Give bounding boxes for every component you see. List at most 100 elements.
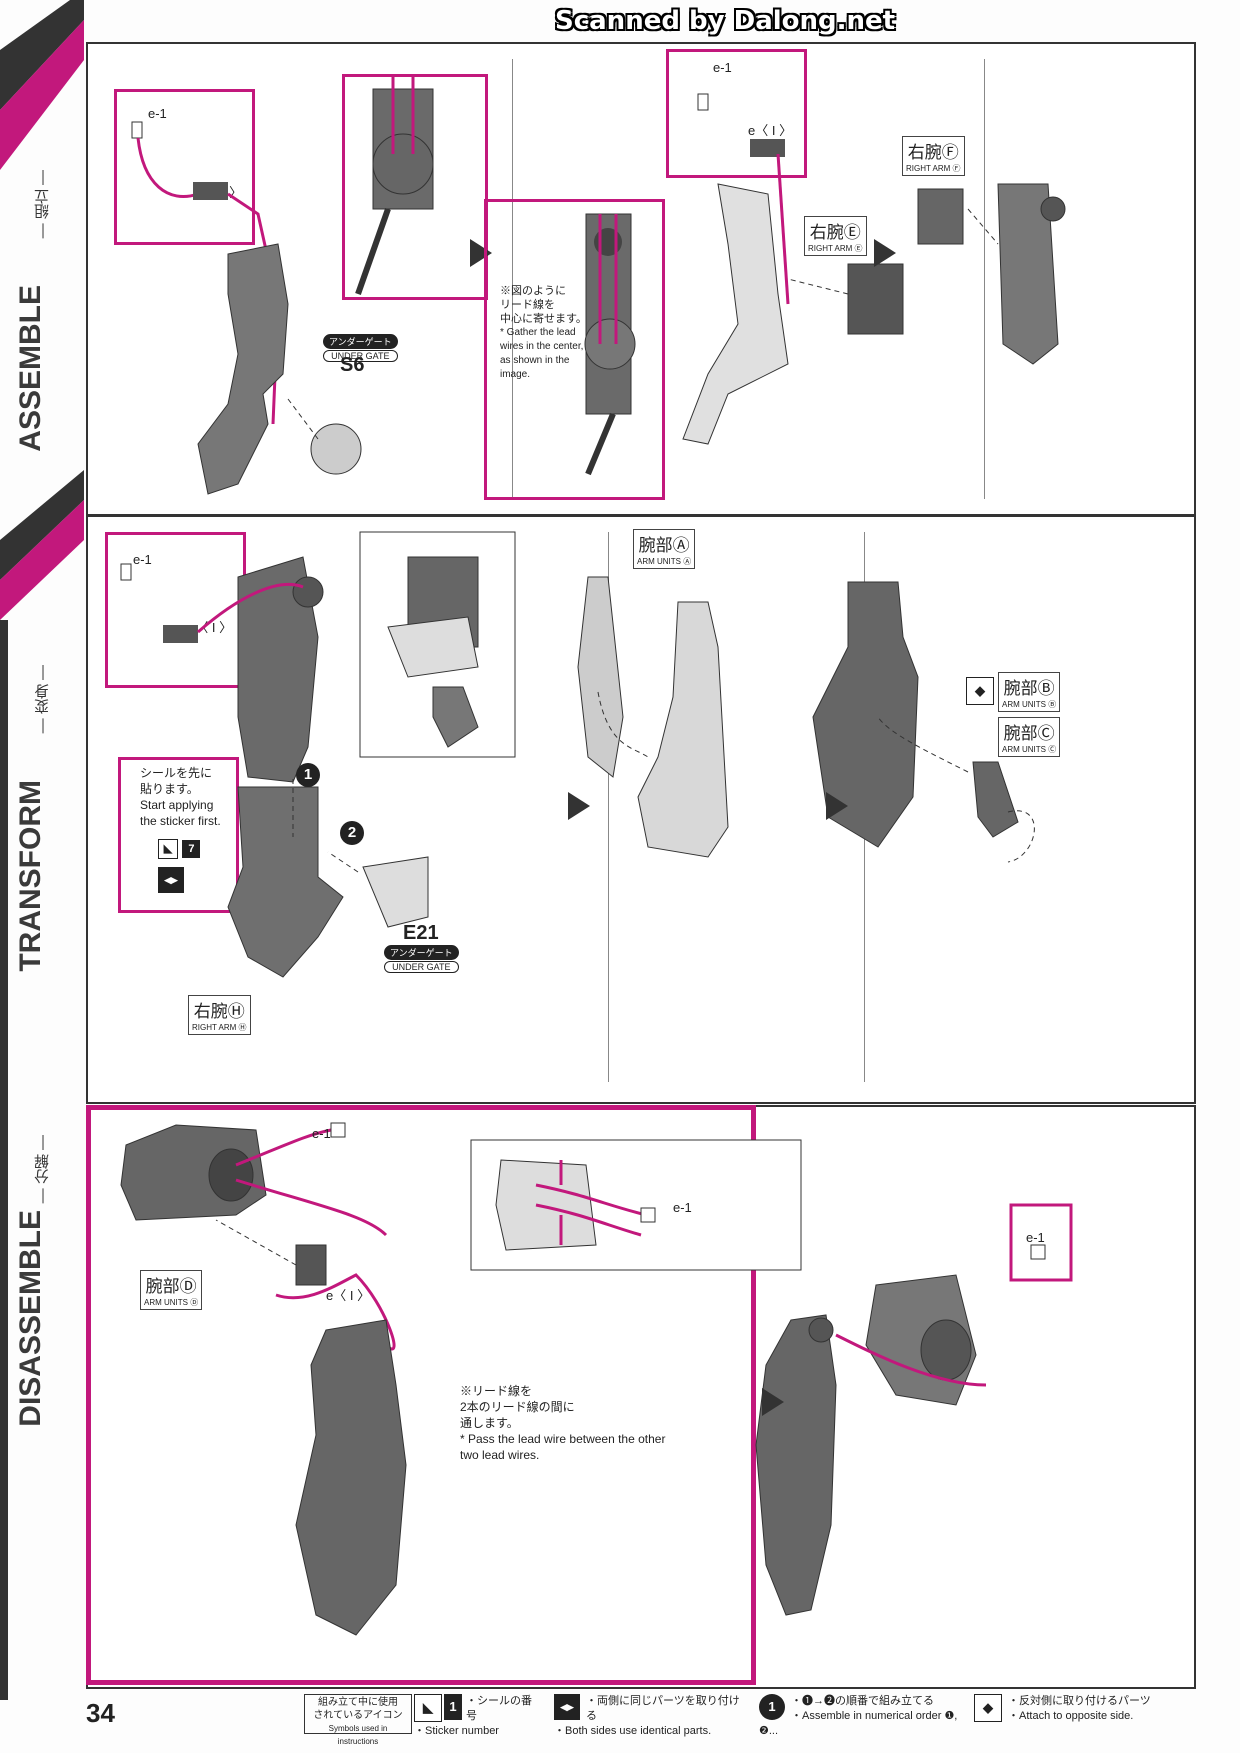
arm-units-b-tag: 腕部Ⓑ ARM UNITS Ⓑ [998, 672, 1061, 712]
right-arm-e-tag: 右腕Ⓔ RIGHT ARM Ⓔ [804, 216, 867, 256]
right-arm-h-tag: 右腕Ⓗ RIGHT ARM Ⓗ [188, 995, 251, 1035]
e1-label: e-1 [148, 106, 167, 121]
sticker-legend-icon: ◣ [414, 1694, 442, 1722]
sidebar: — 組立 — ASSEMBLE — 変身 — TRANSFORM — 分解 — … [0, 0, 84, 1753]
sidebar-decoration [0, 0, 84, 1700]
both-sides-legend-icon: ◂▸ [554, 1694, 580, 1720]
pass-note-jp-2: 2本のリード線の間に [460, 1400, 575, 1414]
legend-i1-jp: ・シールの番号 [466, 1695, 532, 1722]
legend-i3-jp: ・❶→❷の順番で組み立てる [791, 1695, 934, 1707]
arm-assembly-illustration-3 [120, 531, 1035, 978]
right-arm-f-jp: 右腕Ⓕ [907, 143, 959, 162]
pass-note-jp-3: 通します。 [460, 1416, 519, 1430]
sticker-jp-1: シールを先に [140, 766, 213, 780]
legend-sticker: ◣ 1 ・シールの番号 ・Sticker number [414, 1694, 534, 1737]
legend-i1-en: ・Sticker number [414, 1725, 499, 1737]
arm-units-d-jp: 腕部Ⓓ [145, 1277, 197, 1296]
legend-jp-2: されているアイコン [313, 1710, 403, 1721]
sticker-en-1: Start applying [140, 798, 214, 812]
part-number-e21: E21 [403, 922, 439, 944]
sticker-note: シールを先に 貼ります。 Start applying the sticker … [140, 765, 221, 829]
wire-center-detail-box [484, 199, 665, 500]
ei-label-2: e〈 I 〉 [748, 123, 793, 138]
legend-i4-en: ・Attach to opposite side. [1008, 1710, 1134, 1722]
note-en-3: as shown in the [500, 355, 570, 366]
e1-label-4: e-1 [312, 1126, 331, 1141]
opposite-legend-icon: ◆ [974, 1694, 1002, 1722]
note-en-4: image. [500, 369, 531, 380]
right-arm-e-jp: 右腕Ⓔ [809, 223, 861, 242]
row-2-frame: e-1 e〈 I 〉 シールを先に 貼ります。 Start applying t… [86, 515, 1196, 1104]
pass-note-en-2: two lead wires. [460, 1448, 540, 1462]
arm-units-c-tag: 腕部Ⓒ ARM UNITS Ⓒ [998, 717, 1061, 757]
step-1-badge: 1 [296, 763, 320, 787]
ei-label-4: e〈 I 〉 [326, 1288, 371, 1303]
assemble-jp-label: — 組立 — [34, 170, 51, 239]
legend-jp-1: 組み立て中に使用 [318, 1697, 398, 1708]
sticker-legend-number: 1 [444, 1694, 462, 1720]
legend-en: Symbols used in instructions [328, 1724, 388, 1746]
arm-units-d-en: ARM UNITS Ⓓ [144, 1298, 199, 1307]
legend-i2-jp: ・両側に同じパーツを取り付ける [586, 1695, 740, 1722]
sticker-en-2: the sticker first. [140, 814, 221, 828]
right-arm-f-tag: 右腕Ⓕ RIGHT ARM Ⓕ [902, 136, 965, 176]
right-arm-e-en: RIGHT ARM Ⓔ [808, 244, 863, 253]
legend-opposite: ◆ ・反対側に取り付けるパーツ ・Attach to opposite side… [974, 1694, 1174, 1730]
legend-both-sides: ◂▸ ・両側に同じパーツを取り付ける ・Both sides use ident… [554, 1694, 744, 1737]
arm-units-c-jp: 腕部Ⓒ [1003, 724, 1055, 743]
arm-units-b-jp: 腕部Ⓑ [1003, 679, 1055, 698]
legend-i2-en: ・Both sides use identical parts. [554, 1725, 712, 1737]
right-arm-h-en: RIGHT ARM Ⓗ [192, 1023, 247, 1032]
e1-label-5: e-1 [673, 1200, 692, 1215]
under-gate-en-2: UNDER GATE [384, 961, 459, 973]
watermark: Scanned by Dalong.net [555, 6, 896, 36]
wire-detail-box-2 [666, 49, 807, 178]
disassemble-jp-label: — 分解 — [34, 1135, 51, 1204]
arm-units-a-en: ARM UNITS Ⓐ [637, 557, 692, 566]
gather-wires-note: ※図のように リード線を 中心に寄せます。 * Gather the lead … [500, 284, 587, 382]
arm-assembly-illustration-2 [584, 93, 1066, 476]
sticker-jp-2: 貼ります。 [140, 782, 199, 796]
sticker-icon: ◣ 7 [158, 839, 201, 859]
both-sides-icon: ◂▸ [158, 867, 184, 893]
part-detail-box [342, 74, 488, 300]
row-1-frame: e-1 e〈 I 〉 アンダーゲート UNDER GATE S6 e-1 e〈 … [86, 42, 1196, 516]
e1-label-6: e-1 [1026, 1230, 1045, 1245]
note-jp-3: 中心に寄せます。 [500, 313, 587, 325]
under-gate-jp: アンダーゲート [323, 334, 398, 349]
legend-i4-jp: ・反対側に取り付けるパーツ [1008, 1695, 1151, 1707]
transform-label: TRANSFORM [14, 780, 47, 972]
arm-units-b-en: ARM UNITS Ⓑ [1002, 700, 1057, 709]
under-gate-en: UNDER GATE [323, 350, 398, 362]
sticker-number: 7 [182, 840, 201, 858]
under-gate-badge-2: アンダーゲート UNDER GATE [384, 945, 459, 973]
arm-units-d-tag: 腕部Ⓓ ARM UNITS Ⓓ [140, 1270, 203, 1310]
legend-order: 1 ・❶→❷の順番で組み立てる ・Assemble in numerical o… [759, 1694, 959, 1737]
pass-note-en-1: * Pass the lead wire between the other [460, 1432, 666, 1446]
disassemble-label: DISASSEMBLE [14, 1210, 47, 1427]
arm-units-a-tag: 腕部Ⓐ ARM UNITS Ⓐ [633, 529, 696, 569]
note-jp-1: ※図のように [500, 285, 566, 297]
note-en-2: wires in the center, [500, 341, 584, 352]
right-arm-h-jp: 右腕Ⓗ [193, 1002, 245, 1021]
e1-label-2: e-1 [713, 60, 732, 75]
right-arm-f-en: RIGHT ARM Ⓕ [906, 164, 961, 173]
note-jp-2: リード線を [500, 299, 555, 311]
transform-jp-label: — 変身 — [34, 665, 51, 734]
arm-assembly-illustration-1 [131, 74, 434, 495]
legend-i3-en: ・Assemble in numerical order ❶, ❷... [759, 1710, 958, 1737]
note-en-1: * Gather the lead [500, 327, 576, 338]
pass-note-jp-1: ※リード線を [460, 1384, 533, 1398]
step-2-badge: 2 [340, 821, 364, 845]
assemble-label: ASSEMBLE [14, 285, 47, 452]
e1-label-3: e-1 [133, 552, 152, 567]
arm-units-a-jp: 腕部Ⓐ [638, 536, 690, 555]
next-arrow-4 [826, 792, 848, 820]
next-arrow-2 [874, 239, 896, 267]
sticker-note-box [118, 757, 239, 913]
opposite-side-icon: ◆ [966, 677, 994, 705]
arm-assembly-illustration-4 [120, 1122, 1073, 1636]
under-gate-badge: アンダーゲート UNDER GATE [323, 334, 398, 362]
icon-legend: 組み立て中に使用 されているアイコン Symbols used in instr… [84, 1690, 1194, 1746]
wire-detail-box [114, 89, 255, 245]
